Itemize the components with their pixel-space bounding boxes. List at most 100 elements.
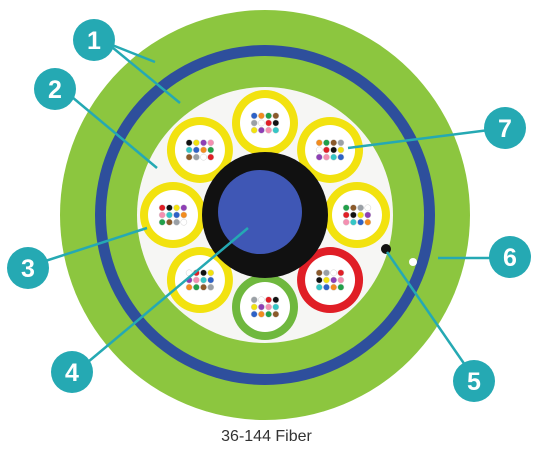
optical-fiber: [192, 153, 200, 161]
optical-fiber: [330, 153, 338, 161]
optical-fiber: [350, 218, 357, 226]
optical-fiber: [265, 112, 272, 120]
buffer-tube-green: [232, 274, 298, 340]
optical-fiber: [200, 153, 207, 161]
optical-fiber: [258, 112, 265, 120]
optical-fiber: [207, 276, 215, 284]
fiber-cable-cross-section: 1 2 3 4 5 6 7: [7, 10, 531, 420]
buffer-tube-interior: [305, 124, 356, 175]
leader-line-3: [32, 226, 148, 267]
callout-number-3: 3: [21, 255, 35, 283]
optical-fiber: [337, 269, 345, 277]
optical-fiber: [272, 112, 280, 120]
optical-fiber: [323, 283, 330, 291]
optical-fiber: [200, 139, 207, 147]
optical-fiber: [192, 283, 200, 291]
callout-marker-5: 5: [453, 360, 495, 402]
optical-fiber: [330, 139, 338, 147]
optical-fiber: [337, 139, 345, 147]
optical-fiber: [200, 146, 207, 154]
leader-line-7: [347, 126, 506, 150]
optical-fiber: [265, 126, 272, 134]
optical-fiber: [207, 269, 215, 277]
optical-fiber: [166, 204, 173, 212]
optical-fiber: [158, 218, 166, 226]
optical-fiber: [250, 303, 258, 311]
optical-fiber: [173, 204, 180, 212]
optical-fiber: [323, 146, 330, 154]
optical-fiber: [158, 211, 166, 219]
optical-fiber: [364, 204, 372, 212]
optical-fiber: [173, 218, 180, 226]
optical-fiber: [323, 153, 330, 161]
ripcord-white: [409, 258, 417, 266]
optical-fiber: [258, 119, 265, 127]
optical-fiber: [337, 276, 345, 284]
optical-fiber: [258, 303, 265, 311]
callout-marker-6: 6: [489, 236, 531, 278]
optical-fiber: [185, 283, 193, 291]
leader-line-1a: [106, 41, 156, 64]
optical-fiber: [192, 276, 200, 284]
optical-fiber: [342, 218, 350, 226]
optical-fiber: [200, 283, 207, 291]
optical-fiber: [350, 204, 357, 212]
optical-fiber: [265, 310, 272, 318]
optical-fiber: [342, 204, 350, 212]
callout-number-2: 2: [48, 76, 62, 104]
optical-fiber: [323, 276, 330, 284]
optical-fiber: [192, 139, 200, 147]
leader-line-4: [81, 227, 249, 368]
optical-fiber: [207, 146, 215, 154]
optical-fiber: [207, 139, 215, 147]
optical-fiber: [337, 146, 345, 154]
optical-fiber: [315, 269, 323, 277]
central-member: [218, 170, 302, 254]
callout-number-1: 1: [87, 27, 101, 55]
callout-number-4: 4: [65, 359, 79, 387]
buffer-tube-interior: [240, 282, 290, 332]
optical-fiber: [158, 204, 166, 212]
optical-fiber: [200, 269, 207, 277]
optical-fiber: [180, 204, 188, 212]
optical-fiber: [272, 126, 280, 134]
optical-fiber: [330, 146, 338, 154]
optical-fiber: [250, 126, 258, 134]
callout-number-5: 5: [467, 368, 481, 396]
optical-fiber: [185, 146, 193, 154]
callout-marker-3: 3: [7, 247, 49, 289]
optical-fiber: [185, 139, 193, 147]
buffer-tube-interior: [305, 255, 356, 306]
optical-fiber: [272, 296, 280, 304]
optical-fiber: [323, 139, 330, 147]
optical-fiber: [250, 310, 258, 318]
optical-fiber: [315, 276, 323, 284]
buffer-tube-yellow: [232, 90, 298, 156]
optical-fiber: [265, 296, 272, 304]
optical-fiber: [272, 119, 280, 127]
optical-fiber: [207, 283, 215, 291]
optical-fiber: [272, 303, 280, 311]
buffer-tube-interior: [332, 190, 382, 240]
optical-fiber: [350, 211, 357, 219]
optical-fiber: [330, 276, 338, 284]
optical-fiber: [265, 303, 272, 311]
buffer-tube-interior: [148, 190, 198, 240]
callout-marker-2: 2: [34, 68, 76, 110]
buffer-tube-interior: [174, 124, 225, 175]
optical-fiber: [250, 119, 258, 127]
optical-fiber: [180, 211, 188, 219]
optical-fiber: [364, 211, 372, 219]
optical-fiber: [166, 218, 173, 226]
optical-fiber: [258, 310, 265, 318]
optical-fiber: [357, 218, 364, 226]
optical-fiber: [357, 211, 364, 219]
callout-number-6: 6: [503, 244, 517, 272]
callout-number-7: 7: [498, 115, 512, 143]
buffer-tube-interior: [174, 255, 225, 306]
callout-markers: 1 2 3 4 5 6 7: [7, 19, 531, 402]
optical-fiber: [337, 153, 345, 161]
optical-fiber: [315, 146, 323, 154]
optical-fiber: [173, 211, 180, 219]
optical-fiber: [207, 153, 215, 161]
